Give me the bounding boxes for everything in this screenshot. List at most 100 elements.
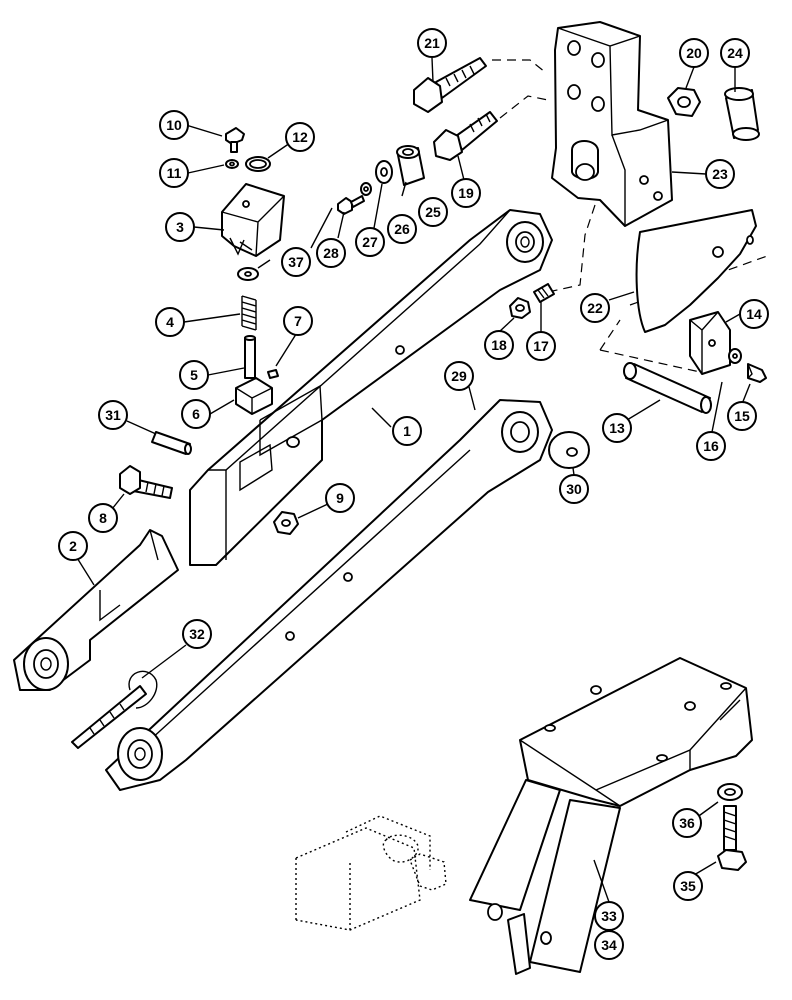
guard-plate-22 (635, 209, 757, 333)
svg-text:30: 30 (566, 481, 582, 497)
bolt-19 (433, 111, 498, 161)
assembly-guide-lines (492, 59, 771, 373)
svg-text:23: 23 (712, 166, 728, 182)
washer-26 (375, 160, 393, 184)
callout-26: 26 (387, 214, 417, 244)
lower-link-arm-1 (189, 209, 553, 566)
callout-24: 24 (720, 38, 750, 68)
svg-text:36: 36 (679, 815, 695, 831)
drawbar-bracket-33-34 (469, 657, 753, 975)
svg-text:27: 27 (362, 234, 378, 250)
svg-text:2: 2 (69, 538, 77, 554)
svg-text:10: 10 (166, 117, 182, 133)
callout-6: 6 (181, 399, 211, 429)
svg-text:9: 9 (336, 490, 344, 506)
svg-text:6: 6 (192, 406, 200, 422)
callout-2: 2 (58, 531, 88, 561)
callout-23: 23 (705, 159, 735, 189)
callout-30: 30 (559, 474, 589, 504)
svg-text:29: 29 (451, 368, 467, 384)
nut-18 (509, 297, 531, 319)
callout-8: 8 (88, 503, 118, 533)
callouts: 1 2 3 4 5 6 7 8 9 10 11 12 13 14 15 16 1… (58, 28, 769, 960)
o-ring-12 (245, 156, 271, 172)
spring-4 (241, 295, 257, 331)
callout-36: 36 (672, 808, 702, 838)
screw-10 (225, 127, 245, 153)
callout-7: 7 (283, 306, 313, 336)
svg-text:14: 14 (746, 306, 762, 322)
screw-28 (337, 195, 365, 215)
mounting-bracket-23 (551, 21, 673, 227)
svg-text:5: 5 (190, 367, 198, 383)
latch-block-6 (235, 377, 273, 415)
svg-text:12: 12 (292, 129, 308, 145)
callout-17: 17 (526, 331, 556, 361)
washer-11 (225, 159, 239, 169)
svg-text:7: 7 (294, 313, 302, 329)
svg-text:4: 4 (166, 314, 174, 330)
callout-22: 22 (580, 293, 610, 323)
svg-text:35: 35 (680, 878, 696, 894)
clamp-block-14 (689, 311, 767, 383)
callout-29: 29 (444, 361, 474, 391)
set-screw-17 (533, 283, 555, 303)
svg-text:16: 16 (703, 438, 719, 454)
callout-35: 35 (673, 871, 703, 901)
washer-37 (237, 267, 259, 281)
spacer-25 (396, 145, 425, 186)
washer-36 (717, 783, 743, 801)
svg-text:31: 31 (105, 407, 121, 423)
roll-pin-31 (151, 431, 192, 455)
bolt-21 (413, 57, 487, 113)
svg-text:11: 11 (167, 165, 182, 181)
callout-12: 12 (285, 122, 315, 152)
callout-20: 20 (679, 38, 709, 68)
svg-text:37: 37 (288, 254, 304, 270)
bolt-35 (717, 805, 747, 871)
callout-5: 5 (179, 360, 209, 390)
svg-text:28: 28 (323, 245, 339, 261)
callout-13: 13 (602, 413, 632, 443)
svg-text:34: 34 (601, 937, 617, 953)
leader-lines (73, 57, 751, 903)
svg-text:24: 24 (727, 45, 743, 61)
svg-text:18: 18 (491, 337, 507, 353)
callout-4: 4 (155, 307, 185, 337)
lower-link-arm-29 (105, 399, 553, 791)
phantom-cylinder-reference (295, 815, 447, 931)
callout-31: 31 (98, 400, 128, 430)
callout-27: 27 (355, 227, 385, 257)
svg-text:33: 33 (601, 908, 617, 924)
bolt-8 (119, 465, 173, 499)
nut-9 (273, 511, 299, 535)
svg-text:19: 19 (458, 185, 474, 201)
hook-end-2 (13, 529, 179, 691)
callout-15: 15 (727, 401, 757, 431)
svg-text:15: 15 (734, 408, 750, 424)
svg-text:25: 25 (425, 204, 441, 220)
callout-16: 16 (696, 431, 726, 461)
callout-1: 1 (392, 416, 422, 446)
callout-3: 3 (165, 212, 195, 242)
svg-text:21: 21 (424, 35, 440, 51)
callout-11: 11 (159, 158, 189, 188)
callout-34: 34 (594, 930, 624, 960)
callout-14: 14 (739, 299, 769, 329)
callout-19: 19 (451, 178, 481, 208)
callout-18: 18 (484, 330, 514, 360)
svg-text:17: 17 (533, 338, 549, 354)
callout-32: 32 (182, 619, 212, 649)
svg-text:32: 32 (189, 626, 205, 642)
svg-text:8: 8 (99, 510, 107, 526)
svg-text:1: 1 (403, 423, 411, 439)
callout-21: 21 (417, 28, 447, 58)
svg-text:20: 20 (686, 45, 702, 61)
svg-text:3: 3 (176, 219, 184, 235)
plunger-5 (244, 335, 256, 379)
pin-13 (623, 362, 712, 414)
svg-text:22: 22 (587, 300, 603, 316)
bushing-24 (724, 87, 760, 141)
